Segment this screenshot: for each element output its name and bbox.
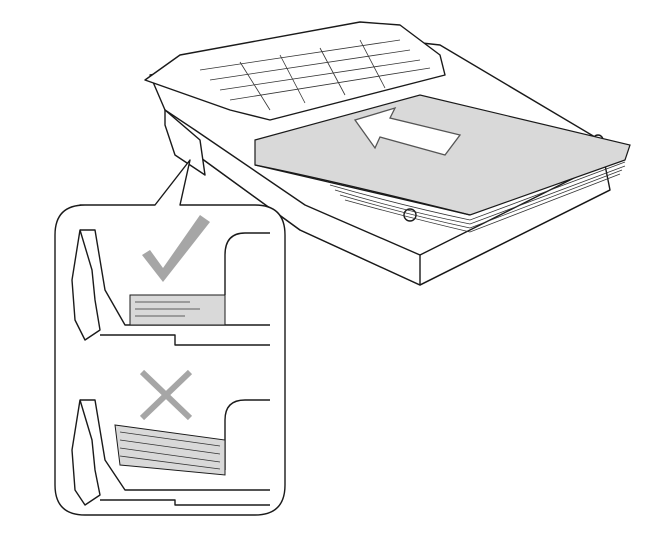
insert-arrow-icon [353,106,462,156]
detail-callout [54,159,286,516]
incorrect-cross-icon [139,369,193,421]
correct-loading-detail [71,215,270,346]
paper-stack [254,94,631,233]
correct-checkmark-icon [142,215,210,282]
incorrect-loading-detail [71,369,270,506]
